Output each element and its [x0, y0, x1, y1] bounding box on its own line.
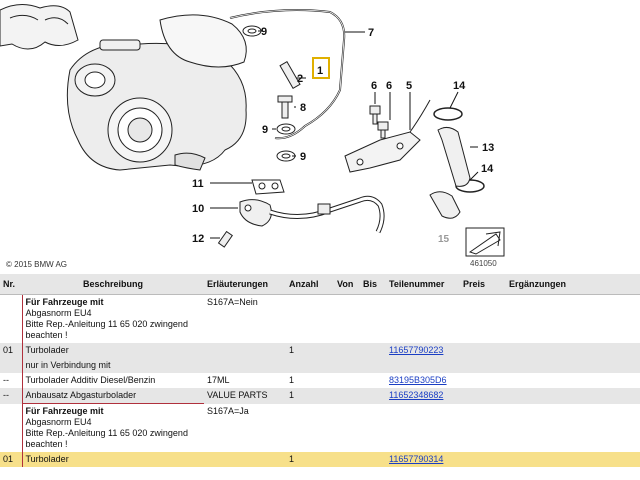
row-erlaeuterung	[204, 343, 286, 358]
callout-8[interactable]: 8	[300, 102, 306, 114]
callout-9-low[interactable]: 9	[300, 151, 306, 163]
parts-table: Nr. Beschreibung Erläuterungen Anzahl Vo…	[0, 274, 640, 467]
row-anzahl	[286, 294, 334, 343]
row-erlaeuterung: 17ML	[204, 373, 286, 388]
callout-11[interactable]: 11	[192, 178, 204, 190]
row-teilenummer	[386, 403, 460, 452]
row-description: Turbolader	[21, 452, 204, 467]
col-erlaeuterungen[interactable]: Erläuterungen	[204, 274, 286, 295]
turbocharger-diagram-illustration: 9 7 1 2 8 9 9 11 10 12 6 6 5 14 13 14 15	[0, 4, 505, 257]
row-anzahl	[286, 358, 334, 373]
row-anzahl	[286, 403, 334, 452]
table-row: Für Fahrzeuge mit Abgasnorm EU4 Bitte Re…	[0, 403, 640, 452]
row-condition-line: Abgasnorm EU4	[25, 308, 92, 318]
exploded-parts-diagram: 9 7 1 2 8 9 9 11 10 12 6 6 5 14 13 14 15	[0, 4, 505, 257]
row-description: Turbolader Additiv Diesel/Benzin	[21, 373, 204, 388]
part-number-link[interactable]: 11652348682	[389, 390, 444, 400]
callout-6b[interactable]: 6	[386, 80, 392, 92]
col-ergaenzungen[interactable]: Ergänzungen	[506, 274, 640, 295]
row-description: Turbolader	[21, 343, 204, 358]
callout-9-mid[interactable]: 9	[262, 124, 268, 136]
row-nr: 01	[0, 452, 22, 467]
row-nr	[0, 358, 22, 373]
table-row[interactable]: -- Anbausatz Abgasturbolader VALUE PARTS…	[0, 388, 640, 404]
table-row[interactable]: -- Turbolader Additiv Diesel/Benzin 17ML…	[0, 373, 640, 388]
callout-14-low[interactable]: 14	[481, 163, 494, 175]
table-header: Nr. Beschreibung Erläuterungen Anzahl Vo…	[0, 274, 640, 295]
row-teilenummer	[386, 358, 460, 373]
row-erlaeuterung: VALUE PARTS	[204, 388, 286, 404]
row-description: Für Fahrzeuge mit Abgasnorm EU4 Bitte Re…	[21, 294, 204, 343]
row-description: Für Fahrzeuge mit Abgasnorm EU4 Bitte Re…	[21, 403, 204, 452]
row-condition-title: Für Fahrzeuge mit	[25, 406, 104, 416]
table-row[interactable]: 01 Turbolader 1 11657790223	[0, 343, 640, 358]
row-description: nur in Verbindung mit	[21, 358, 204, 373]
row-teilenummer	[386, 294, 460, 343]
row-anzahl: 1	[286, 388, 334, 404]
col-nr[interactable]: Nr.	[0, 274, 22, 295]
callout-15[interactable]: 15	[438, 234, 450, 245]
row-anzahl: 1	[286, 373, 334, 388]
row-condition-line: Abgasnorm EU4	[25, 417, 92, 427]
col-preis[interactable]: Preis	[460, 274, 506, 295]
callout-13[interactable]: 13	[482, 142, 494, 154]
part-number-link[interactable]: 11657790314	[389, 454, 444, 464]
callout-9-top[interactable]: 9	[261, 26, 267, 38]
row-description: Anbausatz Abgasturbolader	[21, 388, 204, 404]
callout-1[interactable]: 1	[317, 65, 323, 77]
part-number-link[interactable]: 11657790223	[389, 345, 444, 355]
row-nr: 01	[0, 343, 22, 358]
row-nr	[0, 403, 22, 452]
callout-5[interactable]: 5	[406, 80, 412, 92]
row-erlaeuterung: S167A=Nein	[204, 294, 286, 343]
table-row: nur in Verbindung mit	[0, 358, 640, 373]
part-number-link[interactable]: 83195B305D6	[389, 375, 447, 385]
copyright-notice: © 2015 BMW AG	[6, 260, 68, 269]
row-nr: --	[0, 373, 22, 388]
col-teilenummer[interactable]: Teilenummer	[386, 274, 460, 295]
callout-7[interactable]: 7	[368, 27, 374, 39]
row-nr: --	[0, 388, 22, 404]
row-anzahl: 1	[286, 343, 334, 358]
row-condition-title: Für Fahrzeuge mit	[25, 297, 104, 307]
row-condition-line: Bitte Rep.-Anleitung 11 65 020 zwingend …	[25, 319, 188, 340]
row-nr	[0, 294, 22, 343]
callout-14-top[interactable]: 14	[453, 80, 466, 92]
callout-6a[interactable]: 6	[371, 80, 377, 92]
row-erlaeuterung: S167A=Ja	[204, 403, 286, 452]
table-row-selected[interactable]: 01 Turbolader 1 11657790314	[0, 452, 640, 467]
table-row: Für Fahrzeuge mit Abgasnorm EU4 Bitte Re…	[0, 294, 640, 343]
callout-12[interactable]: 12	[192, 233, 204, 245]
row-erlaeuterung	[204, 452, 286, 467]
row-anzahl: 1	[286, 452, 334, 467]
row-condition-line: Bitte Rep.-Anleitung 11 65 020 zwingend …	[25, 428, 188, 449]
col-anzahl[interactable]: Anzahl	[286, 274, 334, 295]
callout-2[interactable]: 2	[297, 73, 303, 85]
col-bis[interactable]: Bis	[360, 274, 386, 295]
callout-10[interactable]: 10	[192, 203, 204, 215]
row-erlaeuterung	[204, 358, 286, 373]
col-beschreibung[interactable]: Beschreibung	[22, 274, 204, 295]
figure-number: 461050	[470, 259, 497, 268]
col-von[interactable]: Von	[334, 274, 360, 295]
